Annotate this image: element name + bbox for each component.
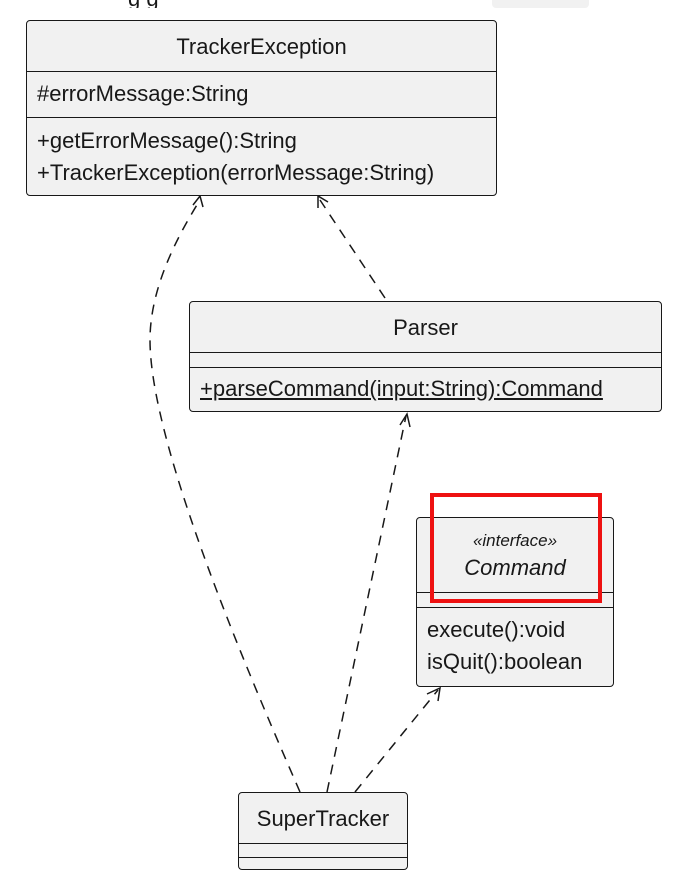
class-name: Parser [393, 315, 458, 340]
cropped-caption: g g [0, 0, 695, 8]
stereotype-label: «interface» [472, 531, 558, 550]
method-parse-command: +parseCommand(input:String):Command [200, 376, 603, 401]
method-get-error-message: +getErrorMessage():String [37, 128, 297, 153]
class-header: SuperTracker [239, 793, 407, 843]
arrowhead-trackerexception-left [192, 194, 204, 208]
methods-section [239, 857, 407, 858]
fields-section [239, 843, 407, 857]
dependency-supertracker-command [354, 689, 439, 793]
method-execute: execute():void [427, 617, 566, 642]
methods-section: +getErrorMessage():String +TrackerExcept… [27, 117, 496, 189]
fields-section [417, 592, 613, 607]
methods-section: +parseCommand(input:String):Command [190, 367, 661, 405]
highlight-box [430, 493, 602, 603]
class-header: TrackerException [27, 21, 496, 71]
class-name: Command [464, 555, 566, 580]
dependency-supertracker-parser [326, 415, 407, 793]
arrowhead-command [426, 686, 441, 702]
class-header: «interface» Command [417, 518, 613, 592]
arrowhead-trackerexception-right [317, 194, 329, 208]
dependency-supertracker-trackerexception [149, 199, 301, 793]
field-error-message: #errorMessage:String [37, 81, 249, 106]
class-name: SuperTracker [256, 806, 390, 831]
class-tracker-exception: TrackerException #errorMessage:String +g… [26, 20, 497, 196]
class-parser: Parser +parseCommand(input:String):Comma… [189, 301, 662, 412]
method-tracker-exception-constructor: +TrackerException(errorMessage:String) [37, 160, 435, 185]
class-name: TrackerException [176, 34, 347, 59]
methods-section: execute():void isQuit():boolean [417, 607, 613, 678]
fields-section [190, 352, 661, 367]
cropped-code-chip [492, 0, 589, 8]
arrowhead-parser [399, 412, 411, 428]
class-header: Parser [190, 302, 661, 352]
class-super-tracker: SuperTracker [238, 792, 408, 870]
dependency-parser-trackerexception [319, 199, 386, 299]
fields-section: #errorMessage:String [27, 71, 496, 117]
method-is-quit: isQuit():boolean [427, 649, 583, 674]
cropped-caption-text: g g [128, 0, 159, 8]
